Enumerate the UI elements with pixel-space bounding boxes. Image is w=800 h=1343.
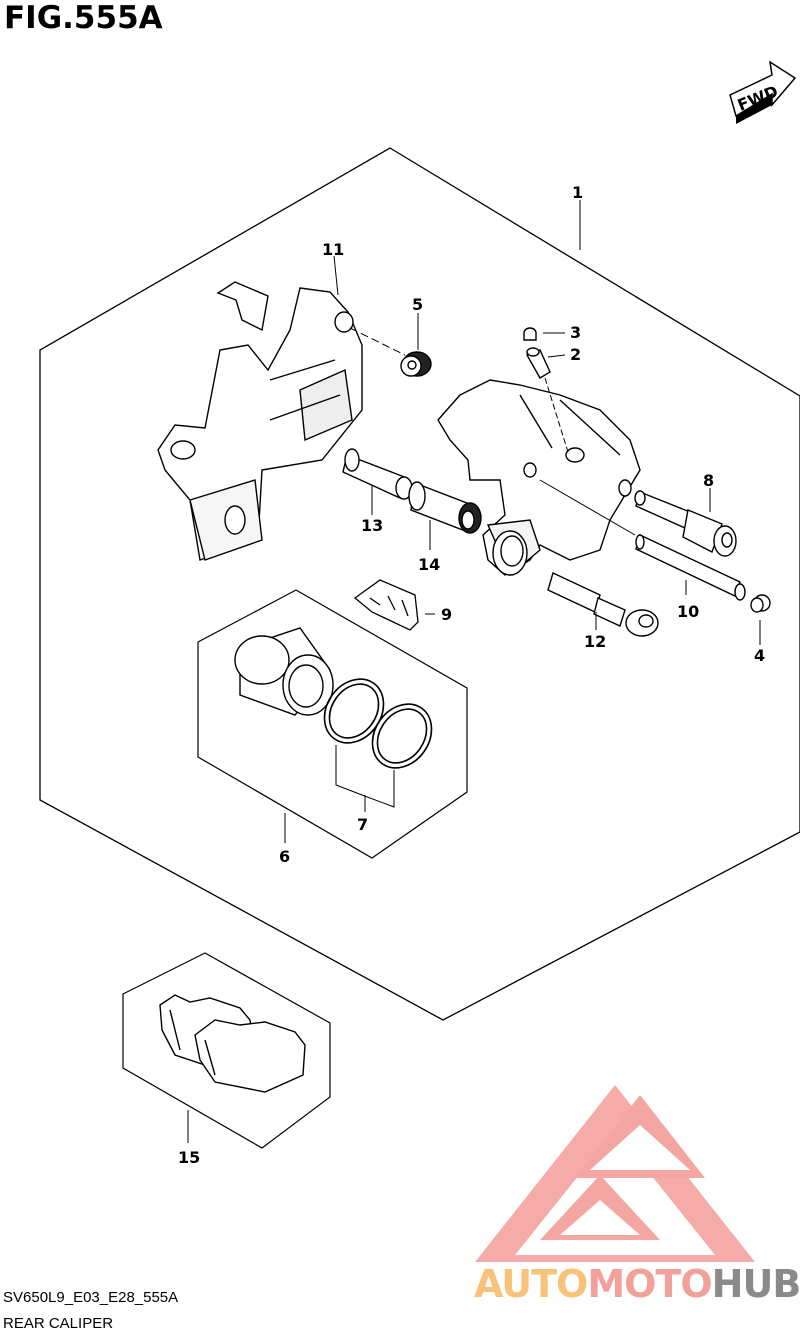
watermark-part-moto: MOTO [587,1262,712,1306]
watermark-logo-icon [475,1085,755,1262]
piston-kit-frame [197,589,468,859]
seal-bracket-7 [335,745,395,808]
watermark-part-hub: HUB [711,1262,800,1306]
bolt-12 [547,572,659,637]
callout-10: 10 [677,602,699,621]
callout-13: 13 [361,516,383,535]
nut-4 [750,594,771,613]
callout-8: 8 [703,471,714,490]
callout-5: 5 [412,295,423,314]
callout-3: 3 [570,323,581,342]
figure-title: FIG.555A [4,0,163,36]
callout-2: 2 [570,345,581,364]
callout-labels: 1 2 3 4 5 6 7 8 9 10 11 12 13 14 15 [178,183,765,1167]
callout-9: 9 [441,605,452,624]
callout-11: 11 [322,240,344,259]
callout-1: 1 [572,183,583,202]
watermark-text: AUTOMOTOHUB [474,1262,800,1306]
piston-seals [323,678,433,769]
callout-4: 4 [754,646,765,665]
boot-14 [408,481,482,534]
bleeder-valve [525,347,551,379]
figure-name: REAR CALIPER [3,1315,114,1332]
model-code: SV650L9_E03_E28_555A [3,1289,179,1306]
callout-12: 12 [584,632,606,651]
bleeder-cap [523,327,537,341]
leader-lines [187,200,761,1143]
brake-pads [159,994,306,1093]
assembly-frame [39,147,800,1021]
fwd-arrow-icon: FWD [729,60,797,124]
slide-pin-8 [634,490,737,557]
callout-14: 14 [418,555,440,574]
caliper-body [437,379,641,577]
sleeve-13 [342,448,413,500]
callout-15: 15 [178,1148,200,1167]
pad-set-frame [122,952,331,1149]
caliper-bracket [157,281,363,561]
callout-6: 6 [279,847,290,866]
watermark-part-auto: AUTO [474,1262,588,1306]
piston [234,627,334,716]
slide-pin-10 [635,534,746,601]
rubber-boot [400,351,432,377]
callout-7: 7 [357,815,368,834]
pad-spring-9 [353,579,419,631]
